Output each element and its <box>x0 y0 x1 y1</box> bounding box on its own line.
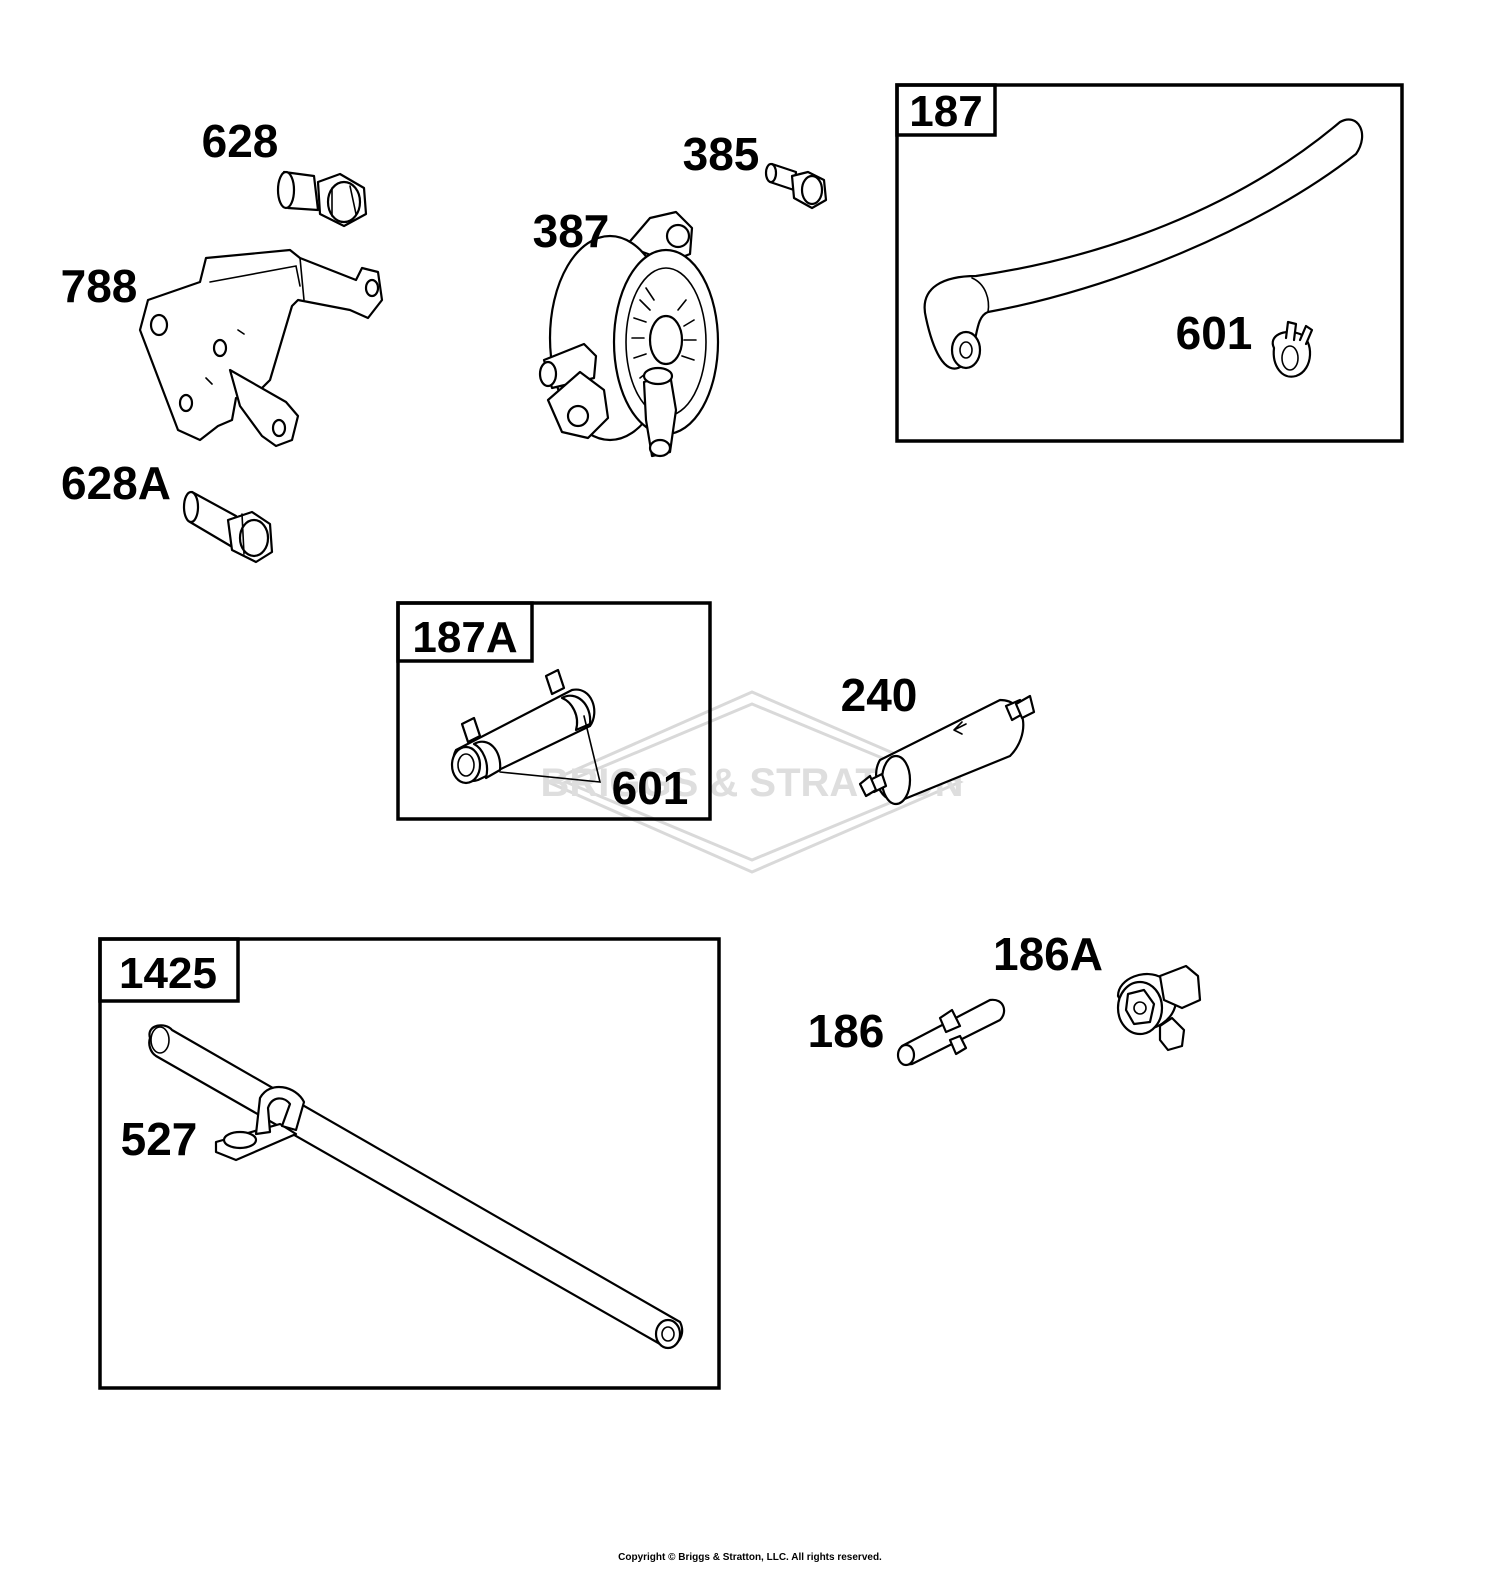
fuel-line-1425 <box>148 1024 684 1350</box>
label-601-clamps: 601 <box>612 762 689 814</box>
fitting-186 <box>896 998 1006 1067</box>
fuel-filter-240 <box>858 694 1036 806</box>
label-601-hose: 601 <box>1176 307 1253 359</box>
label-385: 385 <box>683 128 760 180</box>
bracket-788 <box>138 248 384 448</box>
label-240: 240 <box>841 669 918 721</box>
hose-clamp-601 <box>1271 320 1314 378</box>
label-387: 387 <box>533 205 610 257</box>
label-187: 187 <box>909 87 982 136</box>
label-1425: 1425 <box>119 949 217 998</box>
hose-with-clamps-187a <box>450 668 602 785</box>
fuel-hose-187 <box>923 118 1364 370</box>
copyright-notice: Copyright © Briggs & Stratton, LLC. All … <box>618 1552 882 1563</box>
label-187a: 187A <box>412 613 517 662</box>
clip-527 <box>214 1085 306 1162</box>
box-187a: 187A 601 <box>396 601 712 821</box>
fuel-pump-387 <box>538 210 720 458</box>
label-788: 788 <box>61 260 138 312</box>
box-1425: 1425 527 <box>98 937 721 1390</box>
box-187: 187 601 <box>895 83 1404 443</box>
label-186a: 186A <box>993 928 1103 980</box>
screw-385 <box>764 162 828 210</box>
label-628a: 628A <box>61 457 171 509</box>
label-628: 628 <box>202 115 279 167</box>
bolt-628 <box>276 170 368 228</box>
bolt-628a <box>182 490 274 564</box>
label-186: 186 <box>808 1005 885 1057</box>
shutoff-valve-186a <box>1116 964 1202 1052</box>
label-527: 527 <box>121 1113 198 1165</box>
